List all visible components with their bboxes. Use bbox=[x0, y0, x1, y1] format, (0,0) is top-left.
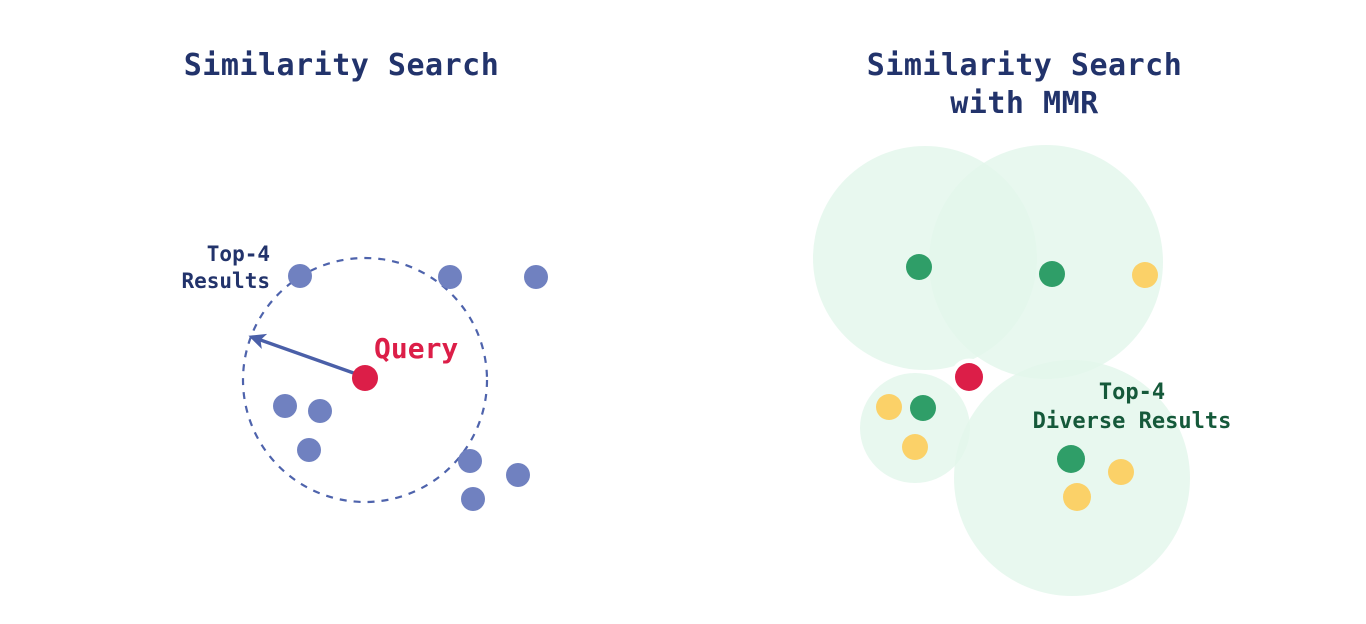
diverse-document-dot-3 bbox=[1132, 262, 1158, 288]
panel-similarity-search: Similarity Search bbox=[183, 48, 500, 83]
panel-similarity-search-mmr: Similarity Search with MMR bbox=[683, 0, 1366, 624]
document-dot-2 bbox=[438, 265, 462, 289]
scatter-points-right bbox=[876, 254, 1158, 511]
results-arrow-line bbox=[248, 333, 363, 378]
diverse-document-dot-4 bbox=[876, 394, 902, 420]
diversity-region-2 bbox=[929, 145, 1163, 379]
query-dot-group bbox=[352, 358, 988, 396]
page-title-similarity-search-mmr: Similarity Search with MMR bbox=[866, 48, 1183, 122]
document-dot-5 bbox=[308, 399, 332, 423]
diverse-document-dot-7 bbox=[1057, 445, 1085, 473]
document-dot-4 bbox=[273, 394, 297, 418]
label-top4-results: Top-4 Results bbox=[181, 242, 270, 294]
document-dot-7 bbox=[458, 449, 482, 473]
diversity-region-4 bbox=[954, 360, 1190, 596]
document-dot-3 bbox=[524, 265, 548, 289]
diverse-document-dot-6 bbox=[902, 434, 928, 460]
diverse-document-dot-2 bbox=[1039, 261, 1065, 287]
retrieval-circle-group bbox=[241, 256, 489, 504]
document-dot-1 bbox=[288, 264, 312, 288]
document-dot-8 bbox=[506, 463, 530, 487]
diverse-document-dot-9 bbox=[1063, 483, 1091, 511]
diverse-document-dot-1 bbox=[906, 254, 932, 280]
diversity-region-group bbox=[813, 145, 1190, 596]
diverse-document-dot-5 bbox=[910, 395, 936, 421]
label-query: Query bbox=[374, 332, 459, 365]
label-top4-diverse-results: Top-4 Diverse Results bbox=[1032, 380, 1232, 434]
query-dot-left bbox=[352, 365, 378, 391]
top4-results-arrow bbox=[248, 333, 363, 378]
document-dot-9 bbox=[461, 487, 485, 511]
page-title-similarity-search: Similarity Search bbox=[183, 48, 500, 83]
query-dot-right bbox=[955, 363, 983, 391]
diverse-document-dot-8 bbox=[1108, 459, 1134, 485]
document-dot-6 bbox=[297, 438, 321, 462]
scatter-points-left bbox=[273, 264, 548, 511]
retrieval-boundary-circle bbox=[241, 256, 489, 504]
